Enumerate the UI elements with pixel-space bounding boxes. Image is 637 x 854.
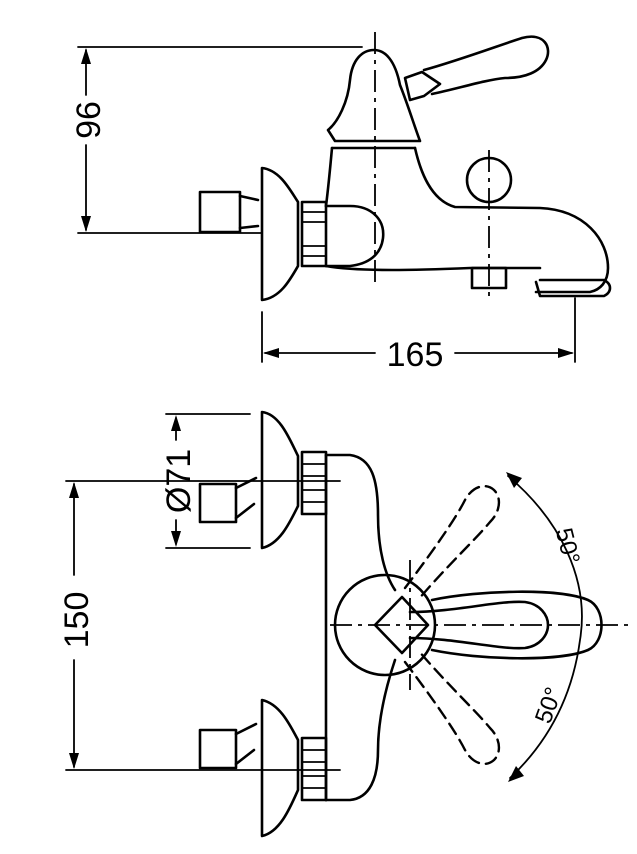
lever-rotated-positions bbox=[403, 485, 501, 765]
rotation-lower-label: 50° bbox=[530, 684, 568, 727]
wall-connector-upper bbox=[198, 410, 328, 550]
lever-handle-top bbox=[333, 560, 603, 690]
dimension-projection-label: 165 bbox=[387, 336, 444, 374]
side-view: 96 bbox=[70, 32, 612, 374]
rotation-upper-label: 50° bbox=[550, 525, 585, 567]
dimension-projection: 165 bbox=[261, 297, 576, 374]
dimension-height-label: 96 bbox=[70, 101, 108, 139]
dimension-centers: 150 bbox=[58, 480, 341, 771]
valve-body-side bbox=[324, 146, 612, 298]
top-view: Ø71 150 bbox=[58, 410, 632, 838]
wall-connector bbox=[198, 166, 328, 302]
valve-body-top bbox=[324, 453, 397, 802]
lever-handle-side bbox=[326, 35, 550, 150]
dimension-centers-label: 150 bbox=[58, 592, 96, 649]
wall-connector-lower bbox=[198, 698, 328, 838]
dimension-height: 96 bbox=[70, 46, 363, 234]
rotation-arc: 50° 50° bbox=[506, 472, 585, 782]
